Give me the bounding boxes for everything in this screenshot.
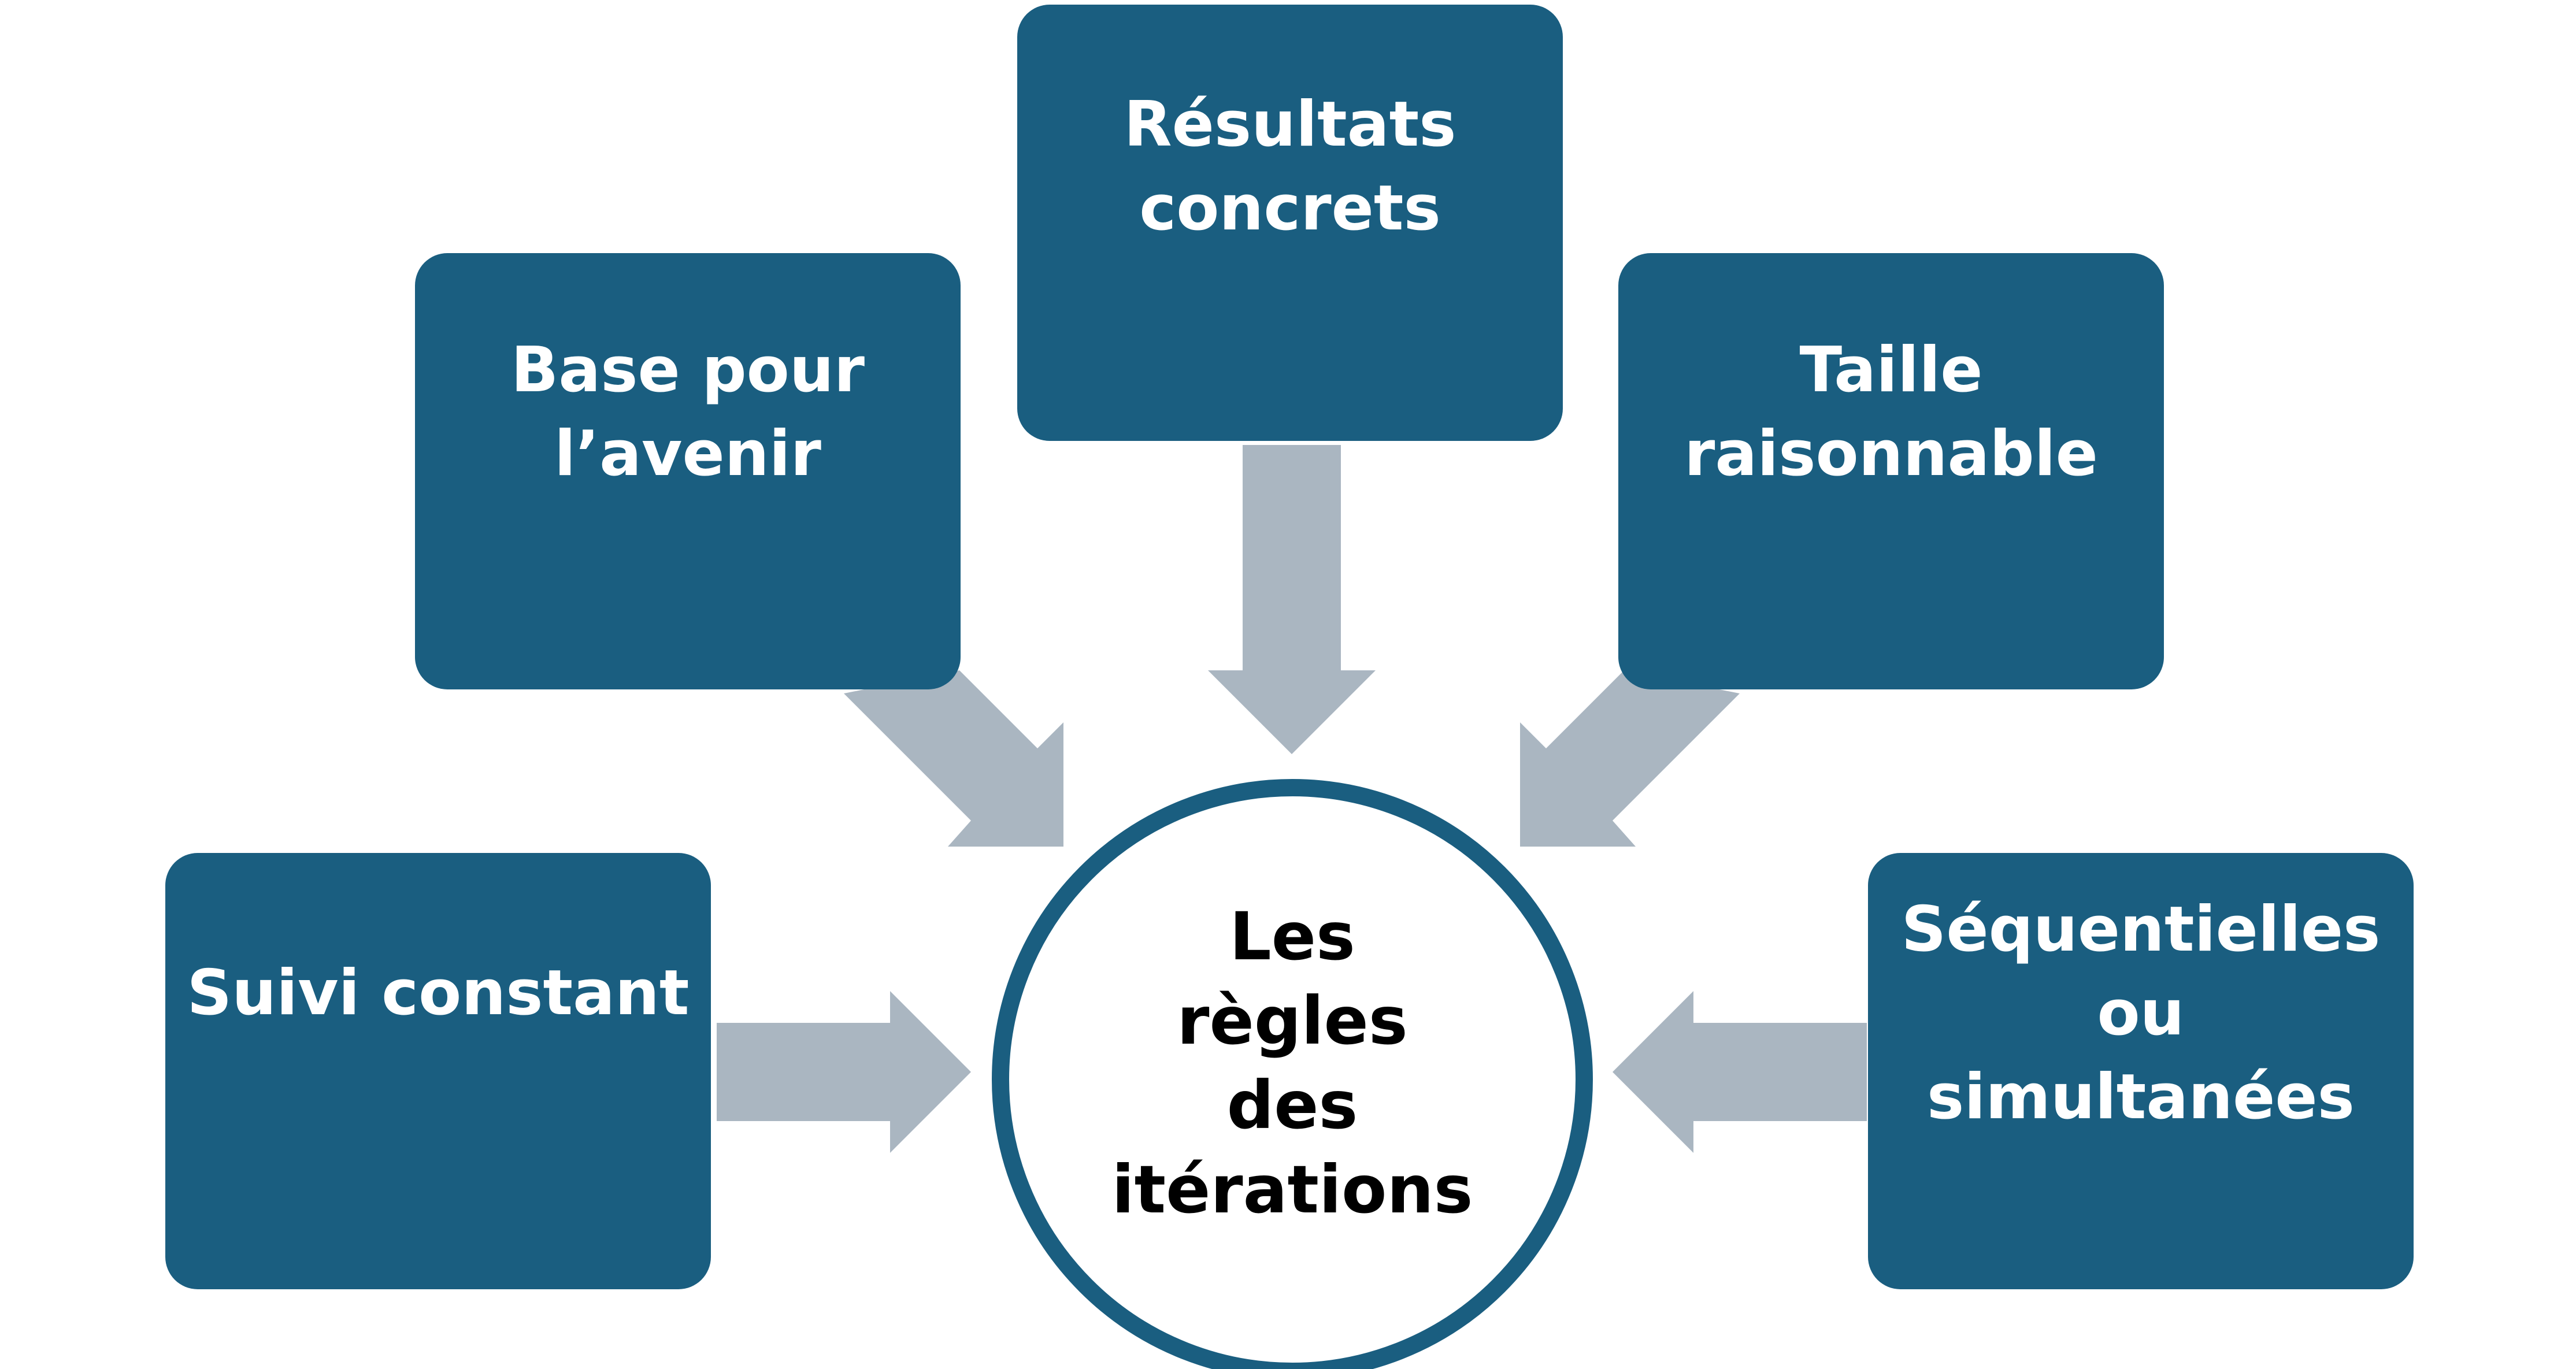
box-text-line: Base pour bbox=[511, 334, 865, 406]
box-text-line: Suivi constant bbox=[187, 957, 690, 1029]
center-text-line: itérations bbox=[1111, 1151, 1473, 1228]
box-sequentielles-simultanees: Séquentielles ou simultanées bbox=[1868, 853, 2414, 1289]
box-text-line: simultanées bbox=[1927, 1061, 2355, 1133]
arrow-upper-left-to-center bbox=[844, 670, 1063, 847]
box-text-line: l’avenir bbox=[554, 418, 821, 490]
box-text-line: Taille bbox=[1799, 334, 1983, 406]
center-text-line: règles bbox=[1177, 982, 1408, 1059]
box-text-line: ou bbox=[2097, 977, 2185, 1049]
arrow-left-to-center bbox=[717, 991, 971, 1153]
box-suivi-constant: Suivi constant bbox=[165, 853, 711, 1289]
box-text-line: raisonnable bbox=[1684, 418, 2098, 490]
box-base-pour-avenir: Base pour l’avenir bbox=[415, 253, 961, 689]
box-resultats-concrets: Résultats concrets bbox=[1017, 5, 1563, 441]
arrow-right-to-center bbox=[1613, 991, 1867, 1153]
box-text-line: concrets bbox=[1139, 172, 1441, 244]
box-text-line: Séquentielles bbox=[1901, 893, 2381, 966]
box-taille-raisonnable: Taille raisonnable bbox=[1618, 253, 2164, 689]
box-text-line: Résultats bbox=[1124, 88, 1456, 161]
center-circle: Les règles des itérations bbox=[992, 779, 1593, 1369]
center-text-line: Les bbox=[1229, 898, 1355, 975]
arrow-upper-right-to-center bbox=[1520, 670, 1740, 847]
arrow-top-to-center bbox=[1208, 445, 1376, 754]
center-text-line: des bbox=[1226, 1067, 1358, 1144]
